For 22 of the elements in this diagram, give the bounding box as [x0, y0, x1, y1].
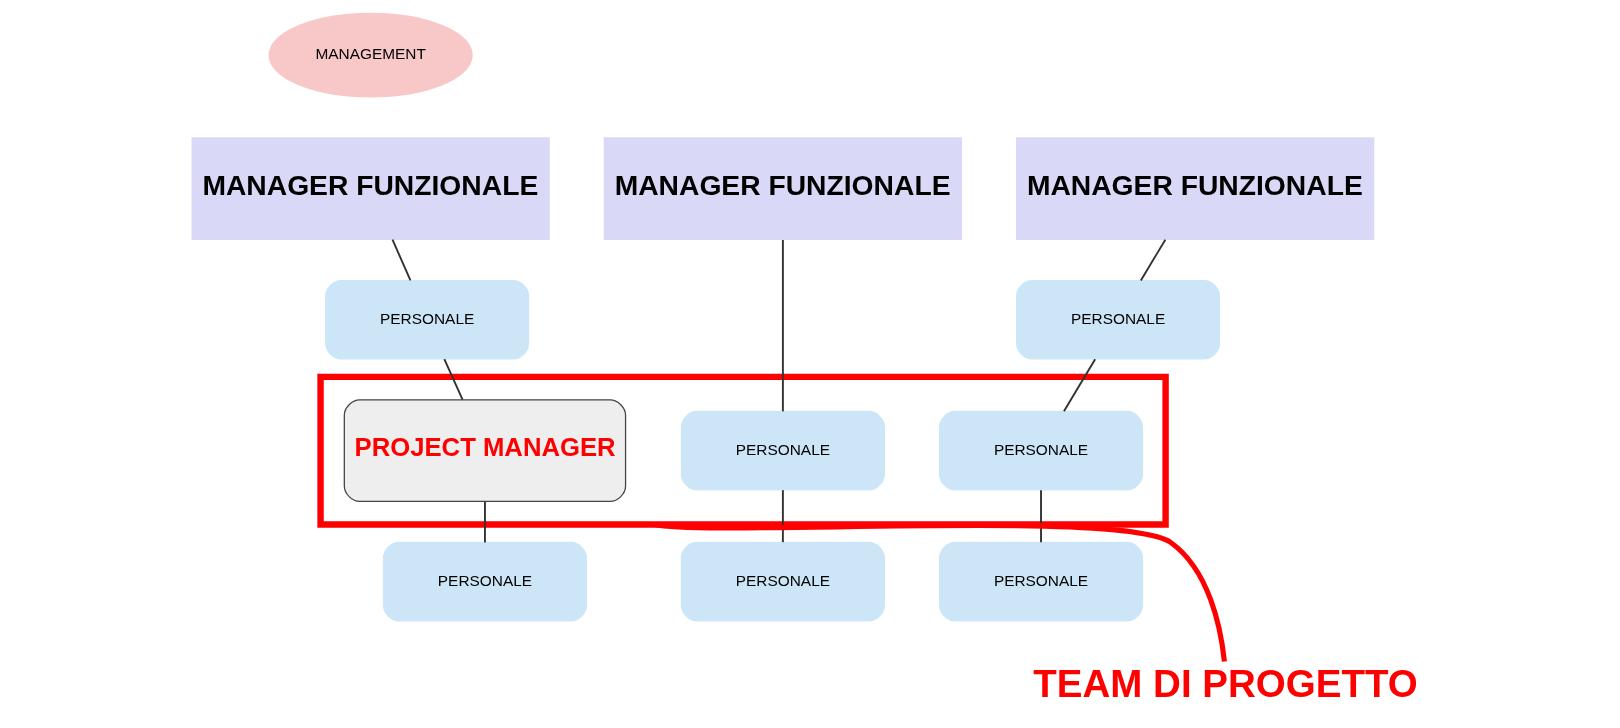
connector — [1139, 238, 1166, 282]
connector — [391, 238, 411, 282]
node-text: TEAM DI PROGETTO — [1032, 661, 1418, 705]
node-box: MANAGER FUNZIONALE — [191, 137, 550, 241]
connector — [781, 489, 784, 544]
node-box: PERSONALE — [1015, 279, 1220, 360]
node-box: PERSONALE — [938, 410, 1143, 491]
connector — [653, 521, 1227, 662]
node-box: PERSONALE — [938, 541, 1143, 622]
cluster — [316, 373, 1169, 528]
connector — [1039, 489, 1042, 544]
connector — [1062, 358, 1096, 413]
node-box: PERSONALE — [680, 410, 885, 491]
connector — [781, 239, 784, 413]
node-box: MANAGER FUNZIONALE — [603, 137, 962, 241]
node-box: PROJECT MANAGER — [343, 399, 626, 503]
connector — [483, 500, 486, 544]
node-box: MANAGER FUNZIONALE — [1015, 137, 1374, 241]
node-box: PERSONALE — [382, 541, 587, 622]
node-box: PERSONALE — [324, 279, 529, 360]
node-box: PERSONALE — [680, 541, 885, 622]
node-ellipse: MANAGEMENT — [268, 12, 473, 98]
